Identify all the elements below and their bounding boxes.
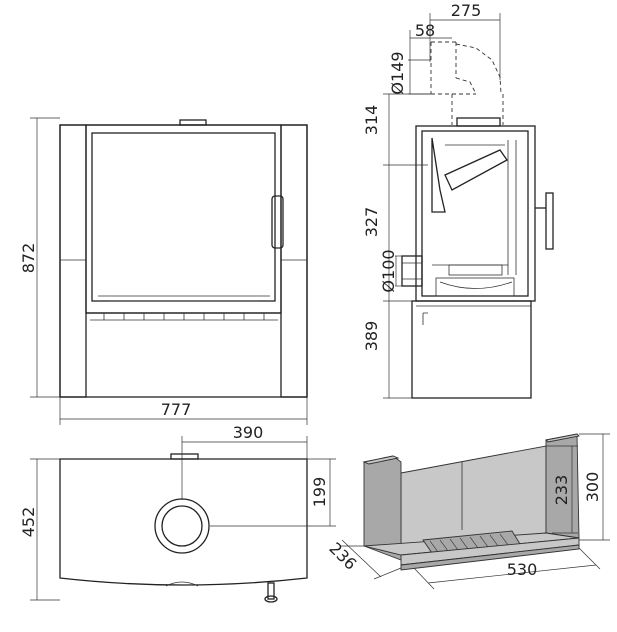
front-left-leg [59,124,87,398]
top-flue-outer [154,498,210,554]
side-handle [545,192,554,250]
top-view: 390 199 452 [19,423,336,603]
top-handle [267,582,275,600]
firebox-outer-height-label: 300 [583,472,602,503]
flue-diameter-label: Ø149 [388,51,407,94]
firebox-view: 300 233 530 236 [325,433,610,590]
side-ash-pan [435,277,515,297]
top-outline [59,458,308,586]
firebox-inner-height-label: 233 [552,475,571,506]
front-door [85,124,282,314]
side-body-inner [421,130,529,297]
top-collar [170,453,199,460]
side-top-label: 314 [362,105,381,136]
air-inlet [401,255,423,287]
front-grate [90,313,278,321]
top-flue-inner [161,505,203,547]
firebox-width-label: 530 [507,560,538,579]
flue-elbow [430,41,504,125]
front-right-leg [280,124,308,398]
front-width-label: 777 [161,400,192,419]
top-flue-offset-label: 199 [310,477,329,508]
firebox-depth-label: 236 [325,539,360,574]
inlet-diameter-label: Ø100 [379,249,398,292]
side-grate [448,264,503,276]
front-view: 872 777 [19,117,308,425]
flue-inner-label: 58 [415,21,435,40]
side-middle-label: 327 [362,207,381,238]
front-outline [59,124,308,398]
front-height-label: 872 [19,243,38,274]
side-bottom-label: 389 [362,321,381,352]
door-handle [271,195,284,249]
side-view: 275 58 Ø149 314 327 Ø100 389 [362,1,554,399]
flue-offset-label: 275 [451,1,482,20]
top-depth-label: 452 [19,507,38,538]
side-legs [411,300,532,399]
front-glass [91,132,276,302]
flue-collar [456,117,501,127]
top-offset-label: 390 [233,423,264,442]
front-top-collar [179,119,207,126]
